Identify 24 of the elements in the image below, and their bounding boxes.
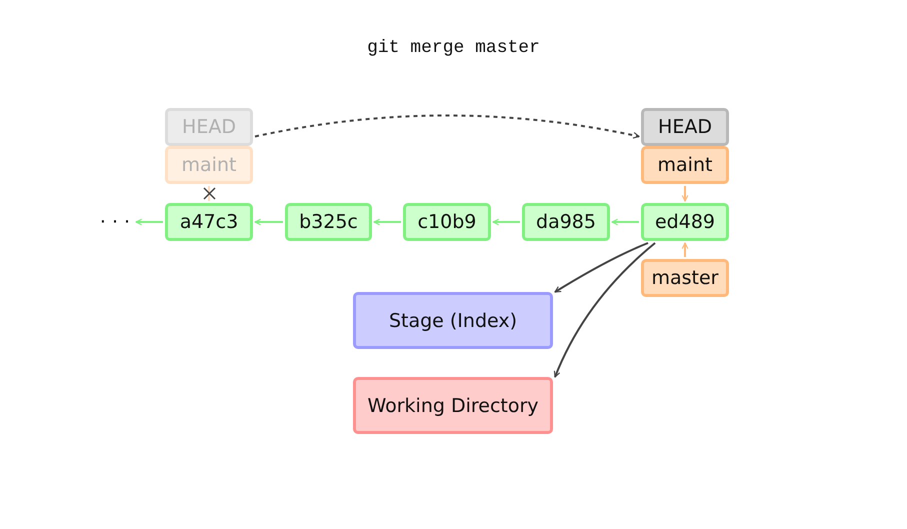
head-pointer-box: HEAD	[641, 108, 729, 146]
commit-box: c10b9	[403, 203, 491, 241]
commit-box: a47c3	[165, 203, 253, 241]
branch-label-box: maint	[641, 146, 729, 184]
ellipsis-text: · · ·	[96, 208, 134, 236]
commit-box: da985	[522, 203, 610, 241]
arrow	[554, 242, 648, 293]
commit-box: b325c	[285, 203, 372, 241]
commit-box: ed489	[641, 203, 729, 241]
arrow	[254, 114, 640, 139]
arrow	[492, 218, 520, 226]
arrow	[554, 242, 656, 378]
arrow	[254, 218, 283, 226]
stage-box: Stage (Index)	[353, 292, 553, 349]
arrow	[373, 218, 401, 226]
command-title: git merge master	[366, 38, 541, 58]
branch-label-box: master	[641, 259, 729, 297]
arrow	[611, 218, 639, 226]
branch-label-box: maint	[165, 146, 253, 184]
working-directory-box: Working Directory	[353, 377, 553, 434]
head-pointer-box: HEAD	[165, 108, 253, 146]
arrow	[682, 242, 688, 257]
arrow	[135, 218, 163, 226]
arrow	[682, 186, 688, 202]
